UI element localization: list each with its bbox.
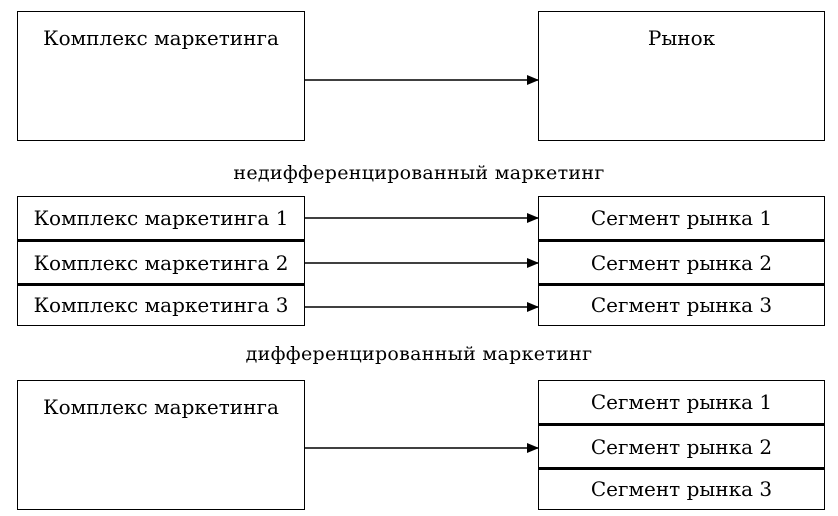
caption-undifferentiated: недифференцированный маркетинг <box>233 162 605 184</box>
market-box: Рынок <box>538 11 825 141</box>
segment-item-1: Сегмент рынка 1 <box>590 390 773 414</box>
caption-differentiated: дифференцированный маркетинг <box>245 343 593 365</box>
mix-item-2: Комплекс маркетинга 2 <box>18 239 304 283</box>
mix-box-undifferentiated: Комплекс маркетинга <box>17 11 305 141</box>
mix-stack-differentiated: Комплекс маркетинга 1 Комплекс маркетинг… <box>17 196 305 326</box>
mix-item-1: Комплекс маркетинга 1 <box>33 206 289 230</box>
market-box-label: Рынок <box>647 26 716 50</box>
mix-box-label: Комплекс маркетинга <box>43 26 279 50</box>
mix-box-concentrated: Комплекс маркетинга <box>17 380 305 510</box>
segment-item-3: Сегмент рынка 3 <box>539 467 824 508</box>
segment-item-2: Сегмент рынка 2 <box>539 239 824 283</box>
mix-item-3: Комплекс маркетинга 3 <box>18 283 304 324</box>
segment-stack-differentiated: Сегмент рынка 1 Сегмент рынка 2 Сегмент … <box>538 196 825 326</box>
segment-item-3: Сегмент рынка 3 <box>539 283 824 324</box>
segment-stack-concentrated: Сегмент рынка 1 Сегмент рынка 2 Сегмент … <box>538 380 825 510</box>
segment-item-1: Сегмент рынка 1 <box>590 206 773 230</box>
segment-item-2: Сегмент рынка 2 <box>539 423 824 467</box>
mix-box-label: Комплекс маркетинга <box>43 395 279 419</box>
